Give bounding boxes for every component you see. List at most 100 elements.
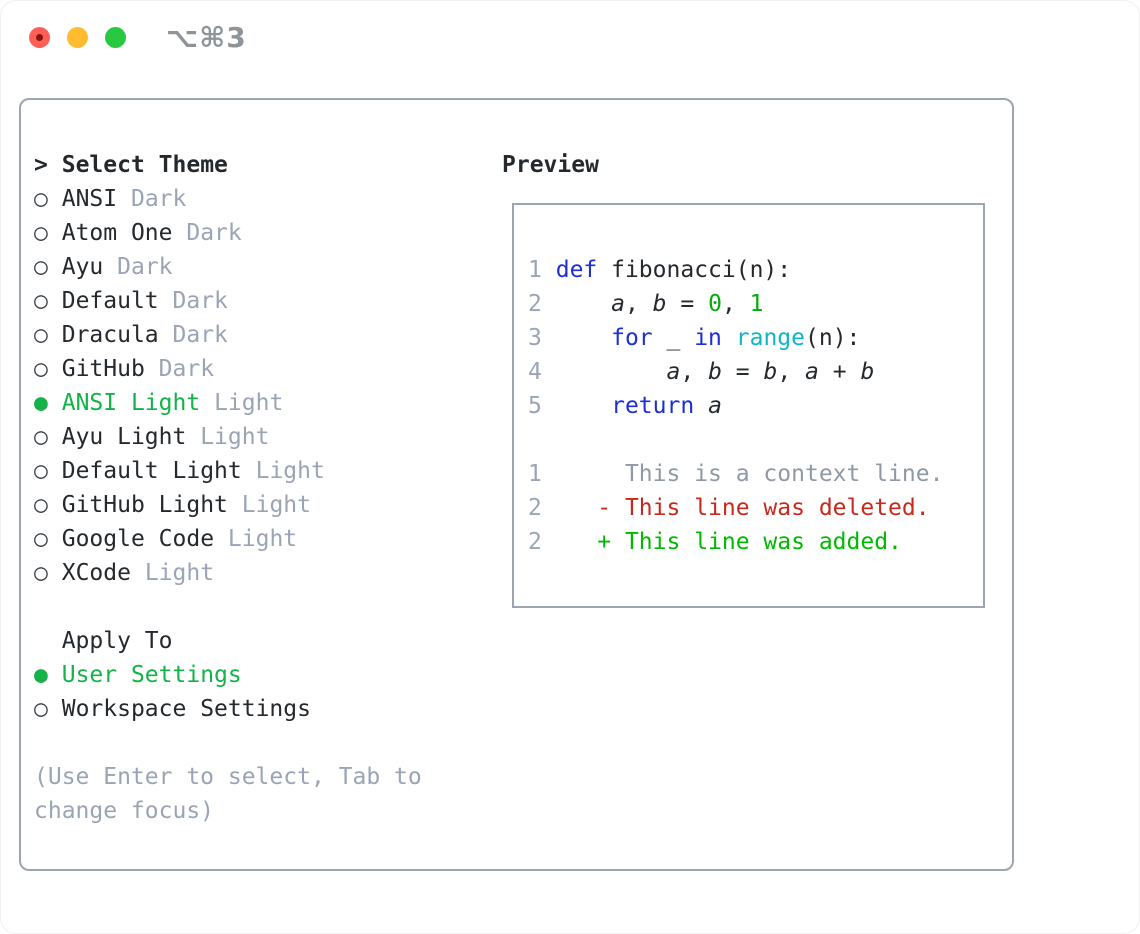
traffic-lights: [29, 27, 126, 48]
code-token: a: [708, 393, 722, 419]
theme-variant: Light: [144, 560, 215, 586]
code-line: 1 This is a context line.: [528, 457, 983, 491]
theme-variant: Light: [200, 424, 270, 450]
radio-icon: ○: [34, 322, 48, 348]
code-token: This is a context line.: [555, 461, 944, 487]
radio-icon: ○: [34, 220, 48, 246]
theme-picker-panel: > Select Theme ○ ANSI Dark○ Atom One Dar…: [19, 98, 1014, 871]
line-number: 4: [528, 359, 542, 385]
theme-name: ANSI: [61, 186, 118, 212]
theme-variant: Light: [214, 390, 284, 416]
code-token: - This line was deleted.: [555, 495, 930, 521]
radio-selected-icon: ●: [34, 662, 48, 688]
theme-option-default-light[interactable]: ○ Default Light Light: [34, 454, 454, 488]
spacer: [34, 726, 454, 760]
code-line: 5 return a: [528, 389, 983, 423]
theme-name: Ayu: [61, 254, 104, 280]
theme-option-dracula[interactable]: ○ Dracula Dark: [34, 318, 454, 352]
theme-option-ayu-light[interactable]: ○ Ayu Light Light: [34, 420, 454, 454]
keyboard-hint: (Use Enter to select, Tab to change focu…: [34, 764, 422, 824]
code-line: 2 a, b = 0, 1: [528, 287, 983, 321]
line-number: 2: [528, 529, 542, 555]
theme-option-ansi-light[interactable]: ● ANSI Light Light: [34, 386, 454, 420]
code-token: b: [652, 291, 667, 317]
theme-list-header: > Select Theme: [34, 148, 454, 182]
theme-option-default[interactable]: ○ Default Dark: [34, 284, 454, 318]
theme-name: XCode: [61, 560, 131, 586]
code-token: 1: [749, 291, 764, 317]
theme-option-github[interactable]: ○ GitHub Dark: [34, 352, 454, 386]
apply-option-label: Workspace Settings: [61, 696, 311, 722]
theme-name: Google Code: [61, 526, 215, 552]
code-line: 4 a, b = b, a + b: [528, 355, 983, 389]
theme-variant: Light: [255, 458, 325, 484]
code-token: _: [652, 325, 695, 351]
line-number: 5: [528, 393, 542, 419]
line-number: 2: [528, 495, 542, 521]
code-token: [556, 393, 611, 419]
code-line: 3 for _ in range(n):: [528, 321, 983, 355]
theme-name: Ayu Light: [61, 424, 187, 450]
code-token: b: [763, 359, 778, 385]
apply-option-user-settings[interactable]: ● User Settings: [34, 658, 454, 692]
theme-variant: Light: [227, 526, 298, 552]
theme-option-atom-one[interactable]: ○ Atom One Dark: [34, 216, 454, 250]
code-token: a: [666, 359, 681, 385]
line-number: 1: [528, 257, 542, 283]
line-number: 3: [528, 325, 542, 351]
radio-icon: ○: [34, 492, 48, 518]
theme-list: ○ ANSI Dark○ Atom One Dark○ Ayu Dark○ De…: [34, 182, 454, 590]
line-number: 2: [528, 291, 542, 317]
code-token: ,: [777, 359, 806, 385]
spacer: [34, 590, 454, 624]
close-button[interactable]: [29, 27, 50, 48]
code-token: =: [666, 291, 709, 317]
code-token: [694, 393, 708, 419]
theme-option-github-light[interactable]: ○ GitHub Light Light: [34, 488, 454, 522]
minimize-button[interactable]: [67, 27, 88, 48]
code-token: b: [860, 359, 875, 385]
theme-variant: Dark: [130, 186, 187, 212]
apply-option-workspace-settings[interactable]: ○ Workspace Settings: [34, 692, 454, 726]
code-token: a: [805, 359, 819, 385]
code-token: ,: [680, 359, 709, 385]
theme-option-ansi[interactable]: ○ ANSI Dark: [34, 182, 454, 216]
theme-variant: Light: [241, 492, 311, 518]
code-token: [556, 359, 667, 385]
theme-name: Default: [61, 288, 159, 314]
code-token: (n):: [805, 325, 861, 351]
code-token: ,: [624, 291, 653, 317]
prompt-icon: >: [34, 152, 48, 178]
theme-name: Dracula: [61, 322, 159, 348]
radio-icon: ○: [34, 424, 48, 450]
theme-option-ayu[interactable]: ○ Ayu Dark: [34, 250, 454, 284]
apply-to-list: ● User Settings○ Workspace Settings: [34, 658, 454, 726]
theme-option-google-code[interactable]: ○ Google Code Light: [34, 522, 454, 556]
theme-option-xcode[interactable]: ○ XCode Light: [34, 556, 454, 590]
apply-option-label: User Settings: [61, 662, 242, 688]
radio-icon: ○: [34, 526, 48, 552]
radio-icon: ○: [34, 560, 48, 586]
radio-icon: ○: [34, 288, 48, 314]
code-token: for: [611, 325, 653, 351]
code-token: +: [818, 359, 861, 385]
code-token: =: [721, 359, 764, 385]
code-line: 1 def fibonacci(n):: [528, 253, 983, 287]
theme-variant: Dark: [117, 254, 173, 280]
radio-icon: ○: [34, 458, 48, 484]
theme-name: Atom One: [61, 220, 173, 246]
preview-header: Preview: [502, 152, 599, 178]
code-token: in: [694, 325, 722, 351]
zoom-button[interactable]: [105, 27, 126, 48]
radio-icon: ○: [34, 254, 48, 280]
code-token: return: [611, 393, 695, 419]
radio-selected-icon: ●: [34, 390, 48, 416]
code-token: [722, 325, 736, 351]
theme-variant: Dark: [158, 356, 215, 382]
theme-variant: Dark: [172, 288, 228, 314]
code-token: [556, 291, 611, 317]
code-token: b: [708, 359, 722, 385]
code-token: a: [611, 291, 625, 317]
